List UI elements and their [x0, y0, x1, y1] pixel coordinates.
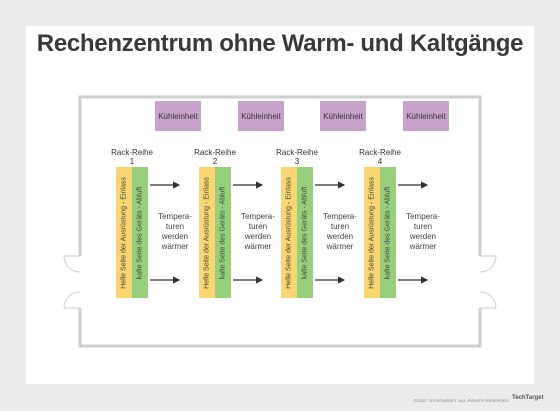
rack-row-title: Rack-Reihe — [276, 148, 318, 157]
airflow-arrows — [150, 181, 429, 284]
exhaust-label: kalte Seite des Geräts - Abluft — [384, 186, 392, 279]
intake-label: Helle Seite der Ausrüstung - Einlass — [285, 176, 293, 289]
diagram-card — [26, 26, 534, 384]
rack-row-number: 3 — [294, 157, 300, 166]
diagram-title: Rechenzentrum ohne Warm- und Kaltgänge — [36, 30, 524, 57]
rack-row-number: 1 — [129, 157, 135, 166]
copyright-notice: ©2022 TECHTARGET. ALL RIGHTS RESERVED — [414, 398, 509, 403]
rack-4-intake-side: Helle Seite der Ausrüstung - Einlass — [364, 167, 380, 298]
brand-logo: TechTarget — [512, 395, 544, 401]
right-door — [479, 255, 497, 309]
rack-1-intake-side: Helle Seite der Ausrüstung - Einlass — [116, 167, 132, 298]
rack-3-exhaust-side: kalte Seite des Geräts - Abluft — [297, 167, 313, 298]
cooling-unit-1: Kühleinheit — [155, 101, 201, 131]
room-walls — [78, 95, 482, 348]
rack-row-title: Rack-Reihe — [194, 148, 236, 157]
rack-3-intake-side: Helle Seite der Ausrüstung - Einlass — [281, 167, 297, 298]
rack-row-title: Rack-Reihe — [359, 148, 401, 157]
warming-note-1: Tempera- turen werden wärmer — [158, 212, 192, 251]
warming-note-3: Tempera- turen werden wärmer — [323, 212, 357, 251]
intake-label: Helle Seite der Ausrüstung - Einlass — [120, 176, 128, 289]
rack-row-label-2: Rack-Reihe 2 — [190, 148, 240, 166]
rack-row-label-1: Rack-Reihe 1 — [107, 148, 157, 166]
rack-row-number: 2 — [212, 157, 218, 166]
warming-note-2: Tempera- turen werden wärmer — [241, 212, 275, 251]
left-door — [63, 255, 81, 309]
rack-1-exhaust-side: kalte Seite des Geräts - Abluft — [132, 167, 148, 298]
intake-label: Helle Seite der Ausrüstung - Einlass — [368, 176, 376, 289]
rack-2-intake-side: Helle Seite der Ausrüstung - Einlass — [199, 167, 215, 298]
rack-row-number: 4 — [377, 157, 383, 166]
exhaust-label: kalte Seite des Geräts - Abluft — [219, 186, 227, 279]
cooling-unit-3: Kühleinheit — [320, 101, 366, 131]
rack-row-label-3: Rack-Reihe 3 — [272, 148, 322, 166]
cooling-unit-2: Kühleinheit — [238, 101, 284, 131]
rack-2-exhaust-side: kalte Seite des Geräts - Abluft — [215, 167, 231, 298]
rack-4-exhaust-side: kalte Seite des Geräts - Abluft — [380, 167, 396, 298]
cooling-unit-4: Kühleinheit — [403, 101, 449, 131]
exhaust-label: kalte Seite des Geräts - Abluft — [136, 186, 144, 279]
intake-label: Helle Seite der Ausrüstung - Einlass — [203, 176, 211, 289]
exhaust-label: kalte Seite des Geräts - Abluft — [301, 186, 309, 279]
rack-row-label-4: Rack-Reihe 4 — [355, 148, 405, 166]
rack-row-title: Rack-Reihe — [111, 148, 153, 157]
warming-note-4: Tempera- turen werden wärmer — [406, 212, 440, 251]
